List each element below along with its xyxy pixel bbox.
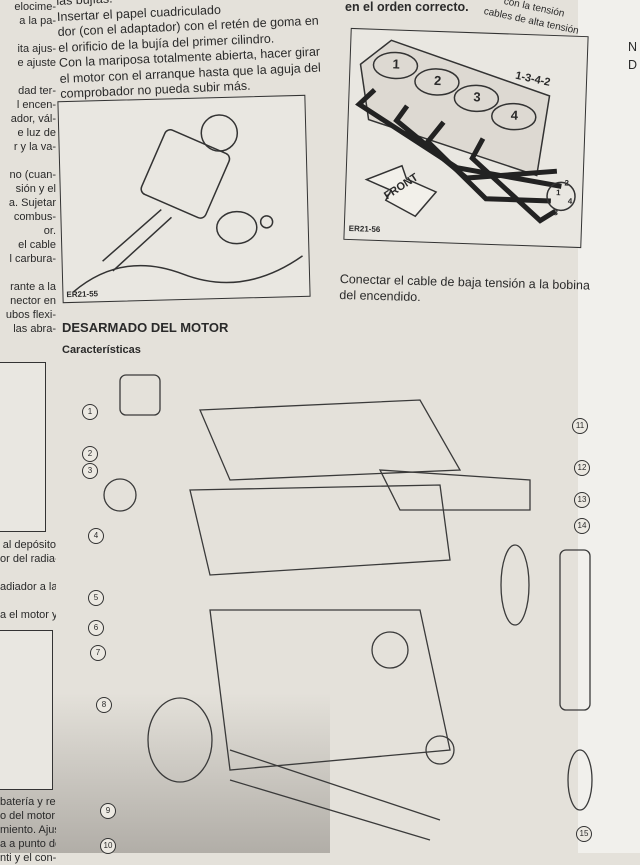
fragment-line: ita ajus- bbox=[17, 43, 56, 55]
terminal-label: 1 bbox=[555, 188, 561, 198]
cylinder-label: 1 bbox=[392, 56, 401, 72]
fragment-line bbox=[0, 266, 56, 280]
fragment-line: e luz de bbox=[17, 127, 56, 139]
figure-label: ER21-55 bbox=[66, 289, 99, 300]
fragment-line: al depósito bbox=[2, 539, 56, 551]
callout-number: 5 bbox=[88, 590, 104, 606]
fragment-line: a la pa- bbox=[19, 15, 56, 27]
fragment-line bbox=[0, 28, 56, 42]
callout-number: 1 bbox=[82, 404, 98, 420]
fragment-line: or. bbox=[43, 225, 56, 237]
section-heading: DESARMADO DEL MOTOR bbox=[62, 320, 229, 335]
fragment-line: nti y el con- bbox=[0, 852, 56, 864]
left-cut-figure-2 bbox=[0, 630, 53, 790]
fragment-line: adiador a la bbox=[0, 581, 56, 593]
fragment-line: ador, vál- bbox=[10, 113, 56, 125]
callout-number: 10 bbox=[100, 838, 116, 854]
firing-order-illustration bbox=[355, 39, 576, 224]
callout-number: 6 bbox=[88, 620, 104, 636]
fragment-line: ubos flexi- bbox=[5, 309, 56, 321]
callout-number: 13 bbox=[574, 492, 590, 508]
terminal-label: 3 bbox=[553, 208, 559, 218]
callout-number: 12 bbox=[574, 460, 590, 476]
fragment-line: rante a la bbox=[10, 281, 56, 293]
callout-number: 9 bbox=[100, 803, 116, 819]
callout-number: 14 bbox=[574, 518, 590, 534]
fragment-line: sión y el bbox=[15, 183, 56, 195]
cylinder-label: 4 bbox=[510, 107, 519, 123]
fragment-line: or del radia- bbox=[0, 553, 56, 565]
fragment-line: e ajuste bbox=[17, 57, 56, 69]
fragment-line: elocime- bbox=[14, 1, 56, 13]
fragment-line: nector en bbox=[10, 295, 56, 307]
left-cut-figure-1 bbox=[0, 362, 46, 532]
fragment-line: r y la va- bbox=[13, 141, 56, 153]
fragment-line: a el motor y bbox=[0, 609, 56, 621]
fragment-line: l encen- bbox=[16, 99, 56, 111]
cylinder-label: 2 bbox=[433, 72, 442, 89]
exploded-engine-diagram bbox=[103, 374, 593, 841]
center-paragraph: las bujías. Insertar el papel cuadricula… bbox=[56, 0, 350, 102]
right-top-text: en el orden correcto. bbox=[345, 0, 469, 14]
fragment-line: o del motor a bbox=[0, 810, 56, 822]
right-caption: Conectar el cable de baja tensión a la b… bbox=[339, 272, 600, 310]
compression-tester-illustration bbox=[72, 114, 303, 293]
callout-number: 2 bbox=[82, 446, 98, 462]
terminal-label: 4 bbox=[567, 196, 573, 206]
edge-letter: N bbox=[628, 40, 638, 54]
facing-page-edge: N D bbox=[578, 0, 640, 853]
callout-number: 3 bbox=[82, 463, 98, 479]
callout-number: 11 bbox=[572, 418, 588, 434]
cylinder-label: 3 bbox=[473, 89, 481, 105]
fragment-line: las abra- bbox=[13, 323, 56, 335]
left-column-top: elocime-a la pa- ita ajus-e ajuste dad t… bbox=[0, 0, 56, 336]
fragment-line bbox=[0, 566, 56, 580]
left-column-bottom: batería y rea-o del motor a miento. Ajus-… bbox=[0, 795, 56, 865]
fragment-line: miento. Ajus- bbox=[0, 824, 56, 836]
figure-compression-tester: ER21-55 bbox=[57, 94, 311, 304]
callout-number: 4 bbox=[88, 528, 104, 544]
figure-firing-order: 1 2 3 4 1-3-4-2 FRONT 2 1 4 3 ER21-56 bbox=[343, 27, 589, 249]
callout-number: 7 bbox=[90, 645, 106, 661]
terminal-label: 2 bbox=[564, 178, 570, 188]
fragment-line: a a punto del bbox=[0, 838, 56, 850]
fragment-line bbox=[0, 154, 56, 168]
fragment-line: no (cuan- bbox=[9, 169, 56, 181]
fragment-line: l carbura- bbox=[9, 253, 56, 265]
fragment-line: a. Sujetar bbox=[8, 197, 56, 209]
figure-label: ER21-56 bbox=[348, 223, 381, 235]
callout-number: 15 bbox=[576, 826, 592, 842]
edge-letter: D bbox=[628, 58, 638, 72]
callout-number: 8 bbox=[96, 697, 112, 713]
fragment-line: batería y rea- bbox=[0, 796, 56, 808]
fragment-line: combus- bbox=[13, 211, 56, 223]
fragment-line bbox=[0, 594, 56, 608]
fragment-line: el cable bbox=[18, 239, 56, 251]
left-column-mid: al depósito or del radia- adiador a la a … bbox=[0, 538, 56, 622]
fragment-line bbox=[0, 70, 56, 84]
subheading: Características bbox=[62, 344, 141, 356]
fragment-line: dad ter- bbox=[18, 85, 56, 97]
